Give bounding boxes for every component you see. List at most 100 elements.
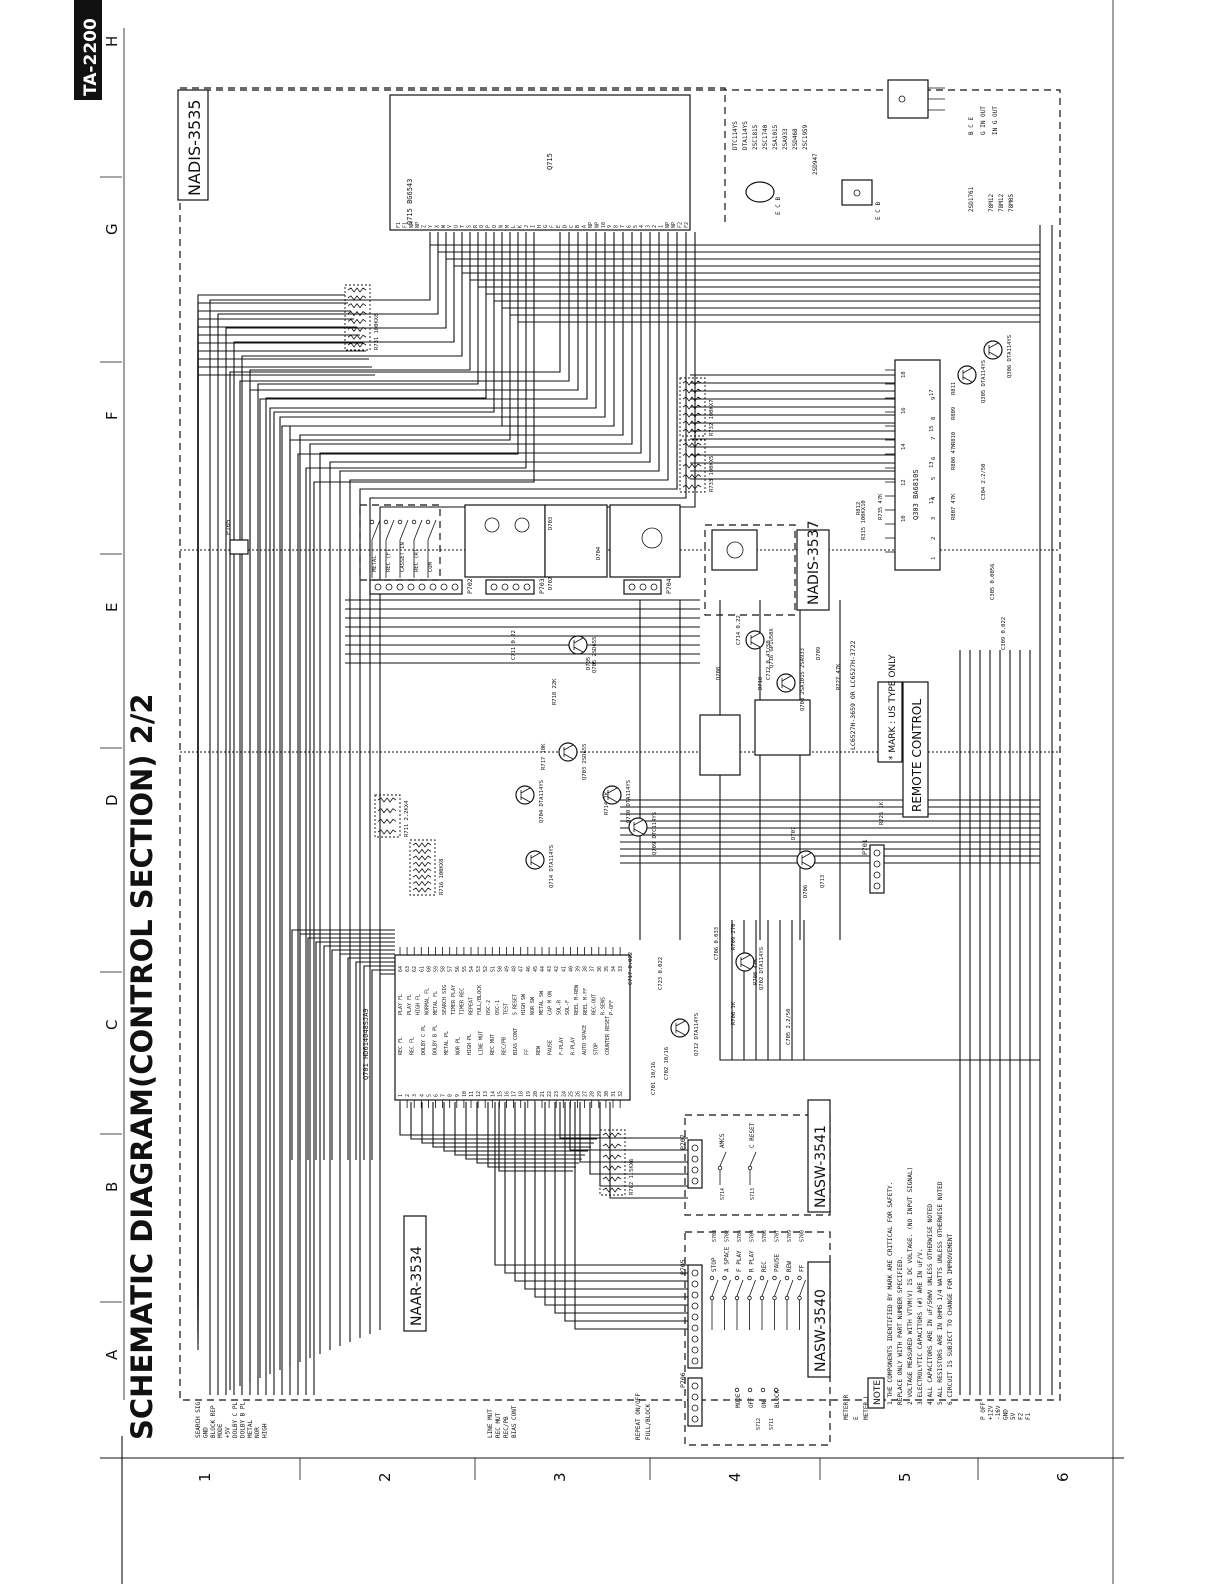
q701-pin-function: REW [536,1045,542,1055]
wire [259,232,588,1378]
switch-contact-icon [759,1295,765,1301]
q701-pin-function: REC FL [398,1037,404,1055]
q701-pin-number: 2 [405,1094,411,1097]
mode-switch-code: S711 [769,1418,775,1430]
q715-label: Q715 BG6543 [406,179,414,225]
q701-pin-number: 28 [590,1091,596,1097]
connector-pin [501,583,509,591]
connector-pin [396,583,404,591]
resistor-zigzag [602,1187,622,1193]
q701-pin-number: 41 [561,966,567,972]
q701-pin-number: 13 [483,1091,489,1097]
note-line: 2 VOLTAGE MEASURED WITH VTVM(V) IS DC VO… [907,1167,914,1405]
q701-pin-number: 52 [483,966,489,972]
transistor-label: Q710 DTA114YS [626,780,632,823]
capacitor-label: C309 0.022 [1001,617,1007,650]
connector-label: P706 [679,1372,687,1388]
transistor-type-label: 2SA933 [782,128,789,150]
resistor-zigzag [412,855,432,861]
q716-sensor [711,529,758,571]
switch-contact-icon [411,519,417,525]
switch-label-a-space: A SPACE [724,1246,731,1272]
connector-pin [691,1313,699,1321]
q701-pin-number: 27 [583,1091,589,1097]
q701-pin-number: 4 [419,1094,425,1097]
switch-code: S704 [750,1230,756,1242]
q701-pin-function: TIMER PLAY [451,985,457,1015]
transistor-label: Q703 2SD655 [582,744,588,780]
mode-switch-label: OFF [748,1397,755,1408]
wire [197,358,369,1302]
q715-pin-label: E [556,225,562,228]
transistor-collector-icon [750,632,761,639]
switch-contact-icon [784,1295,790,1301]
transistor-icon [525,850,545,870]
connector-pin [691,1324,699,1332]
q701-pin-number: 17 [512,1091,518,1097]
resistor-array-label: R711 2.2KX4 [404,800,410,837]
q715-pin-label: T [460,225,466,228]
q715-pin-label: Y [428,225,434,228]
diode-label: D705 [586,657,592,670]
q715-pin-label: A [582,225,588,228]
to126-hole-icon [853,189,861,197]
q716-ic [699,714,741,776]
capacitor-label: C705 2.2/50 [786,1009,792,1045]
resistor-zigzag [377,829,397,835]
connector-pin [429,583,437,591]
wire [534,1102,688,1298]
switch-code: S702 [725,1230,731,1242]
nasw-3541-label-box [807,1099,831,1213]
q701-pin-function: TIMER REC [460,988,466,1015]
transistor-icon [568,635,588,655]
q701-pin-number: 20 [533,1091,539,1097]
q715-pin-label: P [486,225,492,228]
q716-lens-icon [726,541,744,559]
wire [197,302,348,1344]
resistor-array-label: R731 100KX8 [374,314,380,350]
transistor-emitter-icon [962,376,973,383]
switch-contact-icon [747,1387,753,1393]
connector-pin [873,860,881,868]
q701-pin-number: 22 [547,1091,553,1097]
diode-label: D703 [548,517,554,530]
q701-pin-function: OSC-2 [486,1000,492,1015]
transistor-label: Q702 DTA114YS [759,947,765,990]
q701-pin-number: 37 [590,966,596,972]
column-marker-G: G [103,223,121,235]
wire [197,374,375,1290]
left-signal-label: DOLBY B PL [239,1401,246,1438]
connector-label: P702 [466,578,474,594]
resistor-zigzag [347,342,367,348]
mid-signal-label: REC/PB [503,1416,510,1438]
bottom-signal-label: 5V [1010,1412,1017,1420]
resistor-zigzag [347,295,367,301]
connector-pin [691,1177,699,1185]
note-line: 4 ALL CAPACITORS ARE IN uF/50WV UNLESS O… [927,1204,934,1405]
switch-label-rew: REW [786,1261,793,1272]
switch-blade-icon [427,519,437,541]
transistor-label: Q709 DTC114YS [652,812,658,855]
capacitor-label: C304 2.2/50 [981,464,987,500]
q701-pin-function: DOLBY B PL [433,1025,439,1055]
q715-pin-label: M [505,225,511,228]
wire [371,969,395,1160]
wire [289,232,615,1366]
switch-code: S703 [712,1230,718,1242]
q701-pin-function: REPEAT [468,997,474,1015]
left-signal-label: HIGH [262,1423,269,1438]
q701-pin-number: 58 [441,966,447,972]
wire [554,1102,688,1314]
q701-pin-function: PLAY FL [407,994,413,1015]
resistor-array-outline [679,377,706,437]
transistor-collector-icon [633,819,644,826]
q701-pin-number: 25 [568,1091,574,1097]
q701-pin-function: FULL/BLOCK [477,985,483,1015]
sensor-switch-label: CASSET IN [400,542,406,572]
row-marker-6: 6 [1054,1472,1072,1482]
connector-p105 [229,539,249,555]
q303-pin-number: 11 [929,497,935,504]
